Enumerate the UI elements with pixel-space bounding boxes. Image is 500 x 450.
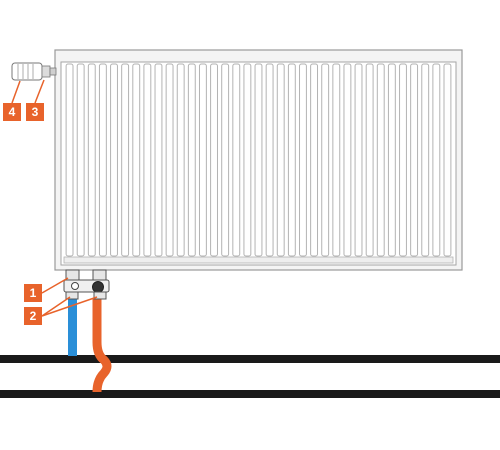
callout-4: 4 — [3, 80, 21, 121]
radiator-fins — [63, 63, 454, 264]
radiator-fin — [276, 63, 285, 257]
radiator-fin — [187, 63, 196, 257]
radiator-fin — [387, 63, 396, 257]
radiator-fin — [443, 63, 452, 257]
radiator-fin — [421, 63, 430, 257]
radiator-fin — [376, 63, 385, 257]
floor-line-top — [0, 355, 500, 363]
radiator-fin — [76, 63, 85, 257]
radiator-fin — [176, 63, 185, 257]
radiator-bottom-rail — [63, 256, 454, 264]
radiator-fin — [210, 63, 218, 257]
callout-2-label: 2 — [30, 309, 37, 323]
radiator-fin — [110, 63, 118, 257]
return-pipe — [68, 298, 77, 356]
radiator-fin — [232, 63, 241, 257]
radiator-fin — [432, 63, 441, 257]
radiator-fin — [332, 63, 341, 257]
radiator-fin — [121, 63, 130, 257]
radiator-fin — [254, 63, 263, 257]
callout-3: 3 — [26, 79, 45, 121]
callout-3-label: 3 — [32, 105, 39, 119]
supply-pipe — [92, 298, 112, 393]
radiator-fin — [410, 63, 419, 257]
radiator-fin — [65, 63, 74, 257]
radiator-fin — [310, 63, 319, 257]
radiator-fin — [165, 63, 174, 257]
callout-1-label: 1 — [30, 286, 37, 300]
bottom-connection-valve-icon — [63, 269, 110, 300]
callout-1: 1 — [24, 277, 69, 302]
radiator-fin — [343, 63, 352, 257]
radiator-fin — [399, 63, 407, 257]
radiator-fin — [354, 63, 363, 257]
radiator-fin — [143, 63, 152, 257]
radiator-fin — [287, 63, 296, 257]
thermostatic-head-icon — [11, 62, 57, 81]
radiator-fin — [221, 63, 230, 257]
radiator-fin — [321, 63, 330, 257]
callout-2: 2 — [24, 296, 98, 325]
radiator-fin — [87, 63, 96, 257]
radiator-fin — [265, 63, 274, 257]
radiator-fin — [98, 63, 107, 257]
radiator-fin — [154, 63, 163, 257]
radiator — [54, 49, 463, 271]
radiator-fin — [299, 63, 307, 257]
floor-line-bottom — [0, 390, 500, 398]
radiator-fin — [132, 63, 141, 257]
radiator-fin — [198, 63, 207, 257]
radiator-fin — [243, 63, 252, 257]
callout-4-label: 4 — [9, 105, 16, 119]
radiator-fin — [365, 63, 374, 257]
